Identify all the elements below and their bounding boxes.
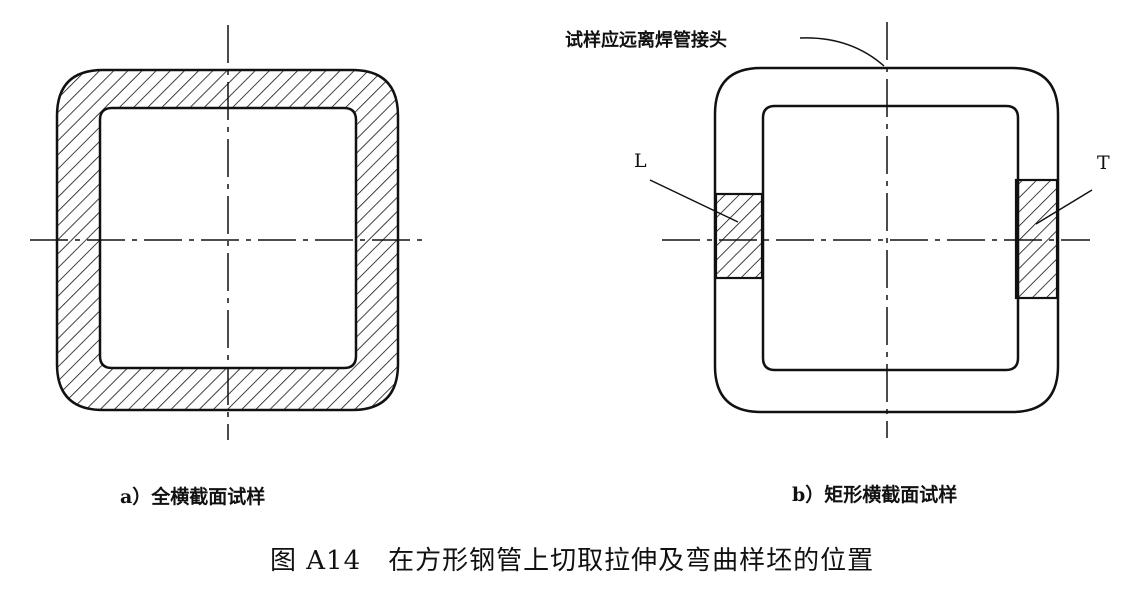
panel-b-caption: b）矩形横截面试样 (792, 484, 958, 506)
specimen-t-leader-line (1035, 189, 1093, 225)
figure-title: 图 A14 在方形钢管上切取拉伸及弯曲样坯的位置 (270, 546, 875, 576)
specimen-t-right-wall (1014, 178, 1059, 300)
specimen-l-label: L (634, 150, 647, 172)
specimen-t-label: T (1097, 152, 1110, 174)
panel-b-drawing (649, 22, 1093, 438)
weld-note-label: 试样应远离焊管接头 (565, 30, 727, 51)
panel-a-drawing (30, 25, 425, 440)
weld-note-leader-line (799, 37, 885, 67)
full-section-hatched-wall (55, 68, 400, 412)
specimen-l-leader-line (649, 179, 739, 223)
tube-section-outline (713, 66, 1060, 414)
specimen-l-left-wall (714, 192, 764, 280)
panel-a-caption: a）全横截面试样 (120, 486, 266, 508)
